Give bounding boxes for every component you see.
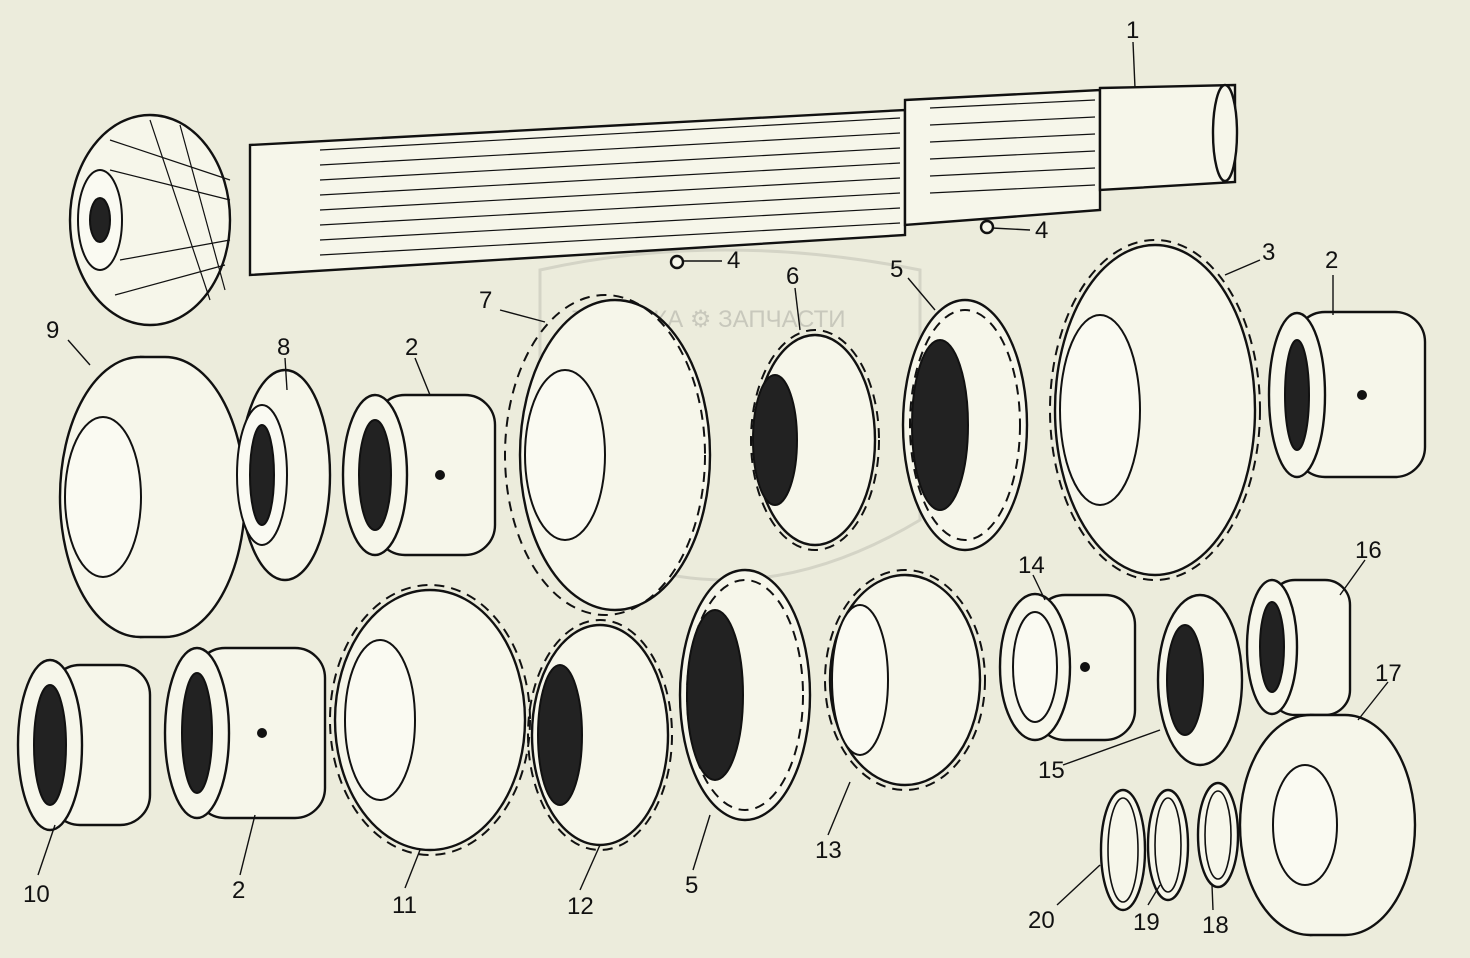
gear-3 xyxy=(1049,239,1261,581)
callout-label: 5 xyxy=(685,872,698,899)
callout-label: 13 xyxy=(815,837,842,864)
synchronizer-5-upper xyxy=(901,298,1029,552)
gear-6 xyxy=(750,329,880,551)
callout-label: 2 xyxy=(232,877,245,904)
callout-label: 4 xyxy=(1035,217,1048,244)
ball-4-right xyxy=(979,219,995,235)
callout-label: 8 xyxy=(277,334,290,361)
callout-label: 1 xyxy=(1126,17,1139,44)
bushing-14 xyxy=(998,592,1137,742)
callout-label: 2 xyxy=(1325,247,1338,274)
callout-label: 11 xyxy=(392,892,417,919)
gear-12 xyxy=(527,619,673,851)
ring-18-inner xyxy=(1204,790,1232,880)
callout-label: 4 xyxy=(727,247,740,274)
callout-label: 16 xyxy=(1355,537,1382,564)
callout-label: 9 xyxy=(46,317,59,344)
gear-13 xyxy=(824,569,986,791)
callout-label: 19 xyxy=(1133,909,1160,936)
leader-lines xyxy=(37,41,1389,911)
ring-20-inner xyxy=(1107,797,1139,903)
callout-label: 7 xyxy=(479,287,492,314)
needle-bearing-2-lower xyxy=(163,646,327,820)
callout-label: 5 xyxy=(890,256,903,283)
sleeve-10 xyxy=(16,658,152,832)
callout-label: 6 xyxy=(786,263,799,290)
gear-7 xyxy=(504,294,712,616)
callout-label: 3 xyxy=(1262,239,1275,266)
needle-bearing-2-right xyxy=(1267,310,1427,479)
callout-label: 18 xyxy=(1202,912,1229,939)
main-shaft xyxy=(68,83,1239,327)
callout-label: 20 xyxy=(1028,907,1055,934)
ball-4-left xyxy=(669,254,685,270)
sleeve-8 xyxy=(236,368,332,582)
callout-labels: 1 4 4 5 3 2 7 6 9 8 2 16 14 17 10 2 11 1… xyxy=(23,17,1402,939)
ring-19-inner xyxy=(1154,797,1182,893)
callout-label: 10 xyxy=(23,881,50,908)
callout-label: 15 xyxy=(1038,757,1065,784)
flange-15 xyxy=(1156,593,1244,767)
needle-bearing-16 xyxy=(1245,578,1352,717)
callout-label: 12 xyxy=(567,893,594,920)
synchronizer-5-lower xyxy=(678,568,812,822)
callout-label: 17 xyxy=(1375,660,1402,687)
gear-11 xyxy=(329,584,531,856)
callout-label: 14 xyxy=(1018,552,1045,579)
bearing-9 xyxy=(58,355,247,639)
needle-bearing-2-upper xyxy=(341,393,497,557)
callout-label: 2 xyxy=(405,334,418,361)
bearing-17 xyxy=(1238,713,1417,937)
